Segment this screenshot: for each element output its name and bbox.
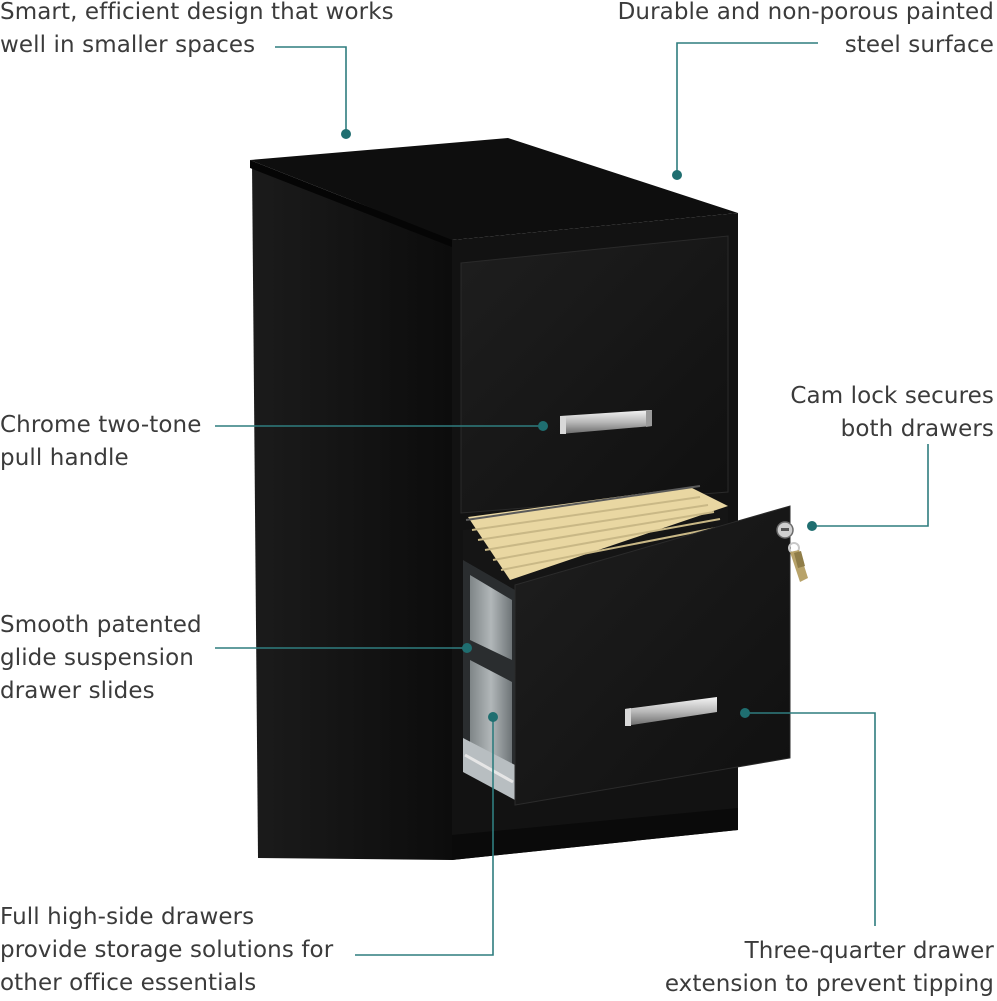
callout-high-side-line2: provide storage solutions for — [0, 937, 334, 963]
callout-high-side-line1: Full high-side drawers — [0, 904, 255, 930]
hanging-file-folders — [465, 485, 728, 580]
callout-extension-line1: Three-quarter drawer — [744, 938, 994, 964]
callout-smart-design-line2: well in smaller spaces — [0, 32, 256, 58]
key-icon — [788, 542, 808, 582]
callout-cam-lock-line2: both drawers — [840, 416, 994, 442]
callout-high-side: Full high-side drawers provide storage s… — [0, 901, 333, 1000]
cabinet-side-panel — [252, 163, 452, 860]
callout-pull-handle-line1: Chrome two-tone — [0, 412, 202, 438]
callout-steel-surface-line2: steel surface — [844, 32, 994, 58]
callout-pull-handle-line2: pull handle — [0, 445, 129, 471]
top-drawer-handle — [560, 410, 652, 434]
callout-glide-suspension-line1: Smooth patented — [0, 612, 202, 638]
callout-smart-design: Smart, efficient design that works well … — [0, 0, 394, 62]
callout-pull-handle: Chrome two-tone pull handle — [0, 409, 201, 475]
callout-steel-surface: Durable and non-porous painted steel sur… — [618, 0, 994, 62]
callout-anchor-dots — [341, 129, 817, 722]
callout-leader-lines — [215, 42, 929, 956]
top-drawer-face — [460, 235, 729, 514]
cam-lock — [776, 521, 794, 539]
callout-extension-line2: extension to prevent tipping — [664, 971, 994, 997]
callout-glide-suspension-line2: glide suspension — [0, 645, 194, 671]
bottom-drawer-handle — [625, 697, 717, 726]
cabinet-top — [250, 138, 738, 240]
callout-glide-suspension: Smooth patented glide suspension drawer … — [0, 609, 202, 708]
callout-glide-suspension-line3: drawer slides — [0, 678, 155, 704]
callout-cam-lock: Cam lock secures both drawers — [790, 380, 994, 446]
callout-cam-lock-line1: Cam lock secures — [790, 383, 994, 409]
callout-extension: Three-quarter drawer extension to preven… — [665, 935, 994, 1001]
callout-high-side-line3: other office essentials — [0, 970, 257, 996]
callout-smart-design-line1: Smart, efficient design that works — [0, 0, 394, 25]
callout-steel-surface-line1: Durable and non-porous painted — [617, 0, 994, 25]
bottom-drawer-face — [514, 505, 791, 806]
